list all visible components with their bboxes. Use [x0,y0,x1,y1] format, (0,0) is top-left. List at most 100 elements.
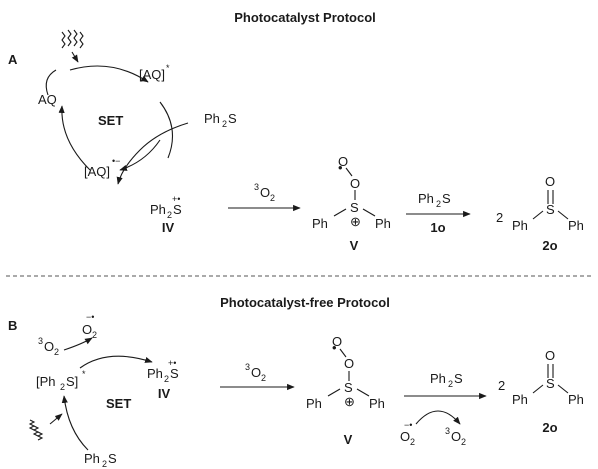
svg-text:3: 3 [254,182,259,192]
label-2o: 2o [542,238,557,253]
svg-text:S: S [546,202,555,217]
label-iv-b: IV [158,386,171,401]
arrow-reagent-ph2s: Ph 2 S [418,191,451,209]
excitation-arrow-b [61,395,89,451]
svg-text:2: 2 [270,193,275,203]
svg-text:O: O [260,185,270,200]
persulfoxide-v: • O O S ⊕ Ph Ph V [312,154,391,253]
svg-text:O: O [44,339,54,354]
label-v-b: V [344,432,353,447]
label-2o-b: 2o [542,420,557,435]
svg-text:2: 2 [496,210,503,225]
svg-text:S: S [350,200,359,215]
aq-radical-anion-label: [AQ] [84,164,110,179]
triplet-o2: 3 O 2 [254,182,275,203]
radical-cation-iv-b: +• Ph 2 S IV [147,358,179,401]
svg-text:O: O [545,348,555,363]
svg-text:Ph: Ph [568,392,584,407]
reagent-1o: 1o [430,220,445,235]
aq-label: AQ [38,92,57,107]
triplet-o2-arrow-b: 3 O 2 [245,362,266,383]
panel-a: Photocatalyst Protocol A AQ [AQ] * SET [… [8,10,584,253]
svg-text:O: O [400,429,410,444]
svg-text:Ph: Ph [430,371,446,386]
svg-text:Ph: Ph [369,396,385,411]
set-label: SET [98,113,123,128]
svg-text:2: 2 [448,379,453,389]
svg-text:2: 2 [436,199,441,209]
svg-text:3: 3 [38,336,43,346]
svg-text:2: 2 [261,373,266,383]
to-radical-anion-arrow [119,139,161,171]
cycle-arc-left [45,69,57,96]
svg-text:•: • [332,340,337,355]
svg-text:O: O [251,365,261,380]
superoxide-release-arrow [415,410,461,425]
panel-a-header: Photocatalyst Protocol [234,10,376,25]
sulfoxide-product-b: 2 O S Ph Ph 2o [498,348,584,435]
svg-text:3: 3 [445,426,450,436]
light-icon-b [28,413,63,441]
svg-text:2: 2 [60,382,65,392]
svg-text:[Ph: [Ph [36,374,56,389]
cycle-arc-bottom [58,105,91,171]
svg-text:2: 2 [167,210,172,220]
svg-text:2: 2 [222,119,227,129]
superoxide-top: −• O 2 [82,312,97,340]
svg-text:S: S [170,366,179,381]
svg-text:Ph: Ph [306,396,322,411]
svg-text:2: 2 [92,330,97,340]
svg-text:2: 2 [410,437,415,447]
svg-text:Ph: Ph [568,218,584,233]
aq-excited-star: * [166,63,170,73]
svg-text:S: S [108,451,117,466]
svg-text:Ph: Ph [418,191,434,206]
svg-text:S: S [546,376,555,391]
svg-text:Ph: Ph [84,451,100,466]
svg-text:O: O [350,176,360,191]
cycle-arc-top [69,65,149,83]
svg-text:2: 2 [498,378,505,393]
radical-cation-iv: +• Ph 2 S IV [150,194,182,235]
persulfoxide-v-b: • O O S ⊕ Ph Ph V [306,334,385,447]
panel-b-letter: B [8,318,17,333]
svg-text:Ph: Ph [512,218,528,233]
aq-radical-anion-charge: •− [112,156,120,166]
svg-text:2: 2 [102,459,107,469]
svg-text:Ph: Ph [312,216,328,231]
label-iv: IV [162,220,175,235]
arrow-reagent-ph2s-b: Ph 2 S [430,371,463,389]
svg-text:⊕: ⊕ [350,214,361,229]
svg-text:+•: +• [168,358,176,368]
svg-text:O: O [545,174,555,189]
set-label-b: SET [106,396,131,411]
svg-text:2: 2 [164,374,169,384]
panel-b: Photocatalyst-free Protocol B −• O 2 3 O… [8,295,584,469]
svg-text:−•: −• [86,312,94,322]
svg-text:Ph: Ph [150,202,166,217]
svg-text:*: * [82,369,86,379]
triplet-o2-bottom: 3 O 2 [445,426,466,447]
ph2s-substrate: Ph 2 S [204,111,237,129]
svg-text:S: S [173,202,182,217]
ph2s-complex-excited: [Ph 2 S] * [36,369,86,392]
svg-text:2: 2 [461,437,466,447]
svg-text:−•: −• [404,420,412,430]
svg-text:Ph: Ph [512,392,528,407]
set-arrow-b [79,355,153,369]
svg-text:S: S [454,371,463,386]
svg-text:O: O [451,429,461,444]
svg-text:O: O [82,322,92,337]
svg-text:Ph: Ph [147,366,163,381]
svg-text:⊕: ⊕ [344,394,355,409]
svg-text:Ph: Ph [204,111,220,126]
svg-text:+•: +• [172,194,180,204]
triplet-o2-b: 3 O 2 [38,336,59,357]
aq-excited-label: [AQ] [139,67,165,82]
svg-text:O: O [338,154,348,169]
panel-a-letter: A [8,52,18,67]
sulfoxide-product-a: 2 O S Ph Ph 2o [496,174,584,253]
svg-text:S: S [442,191,451,206]
svg-text:2: 2 [54,347,59,357]
